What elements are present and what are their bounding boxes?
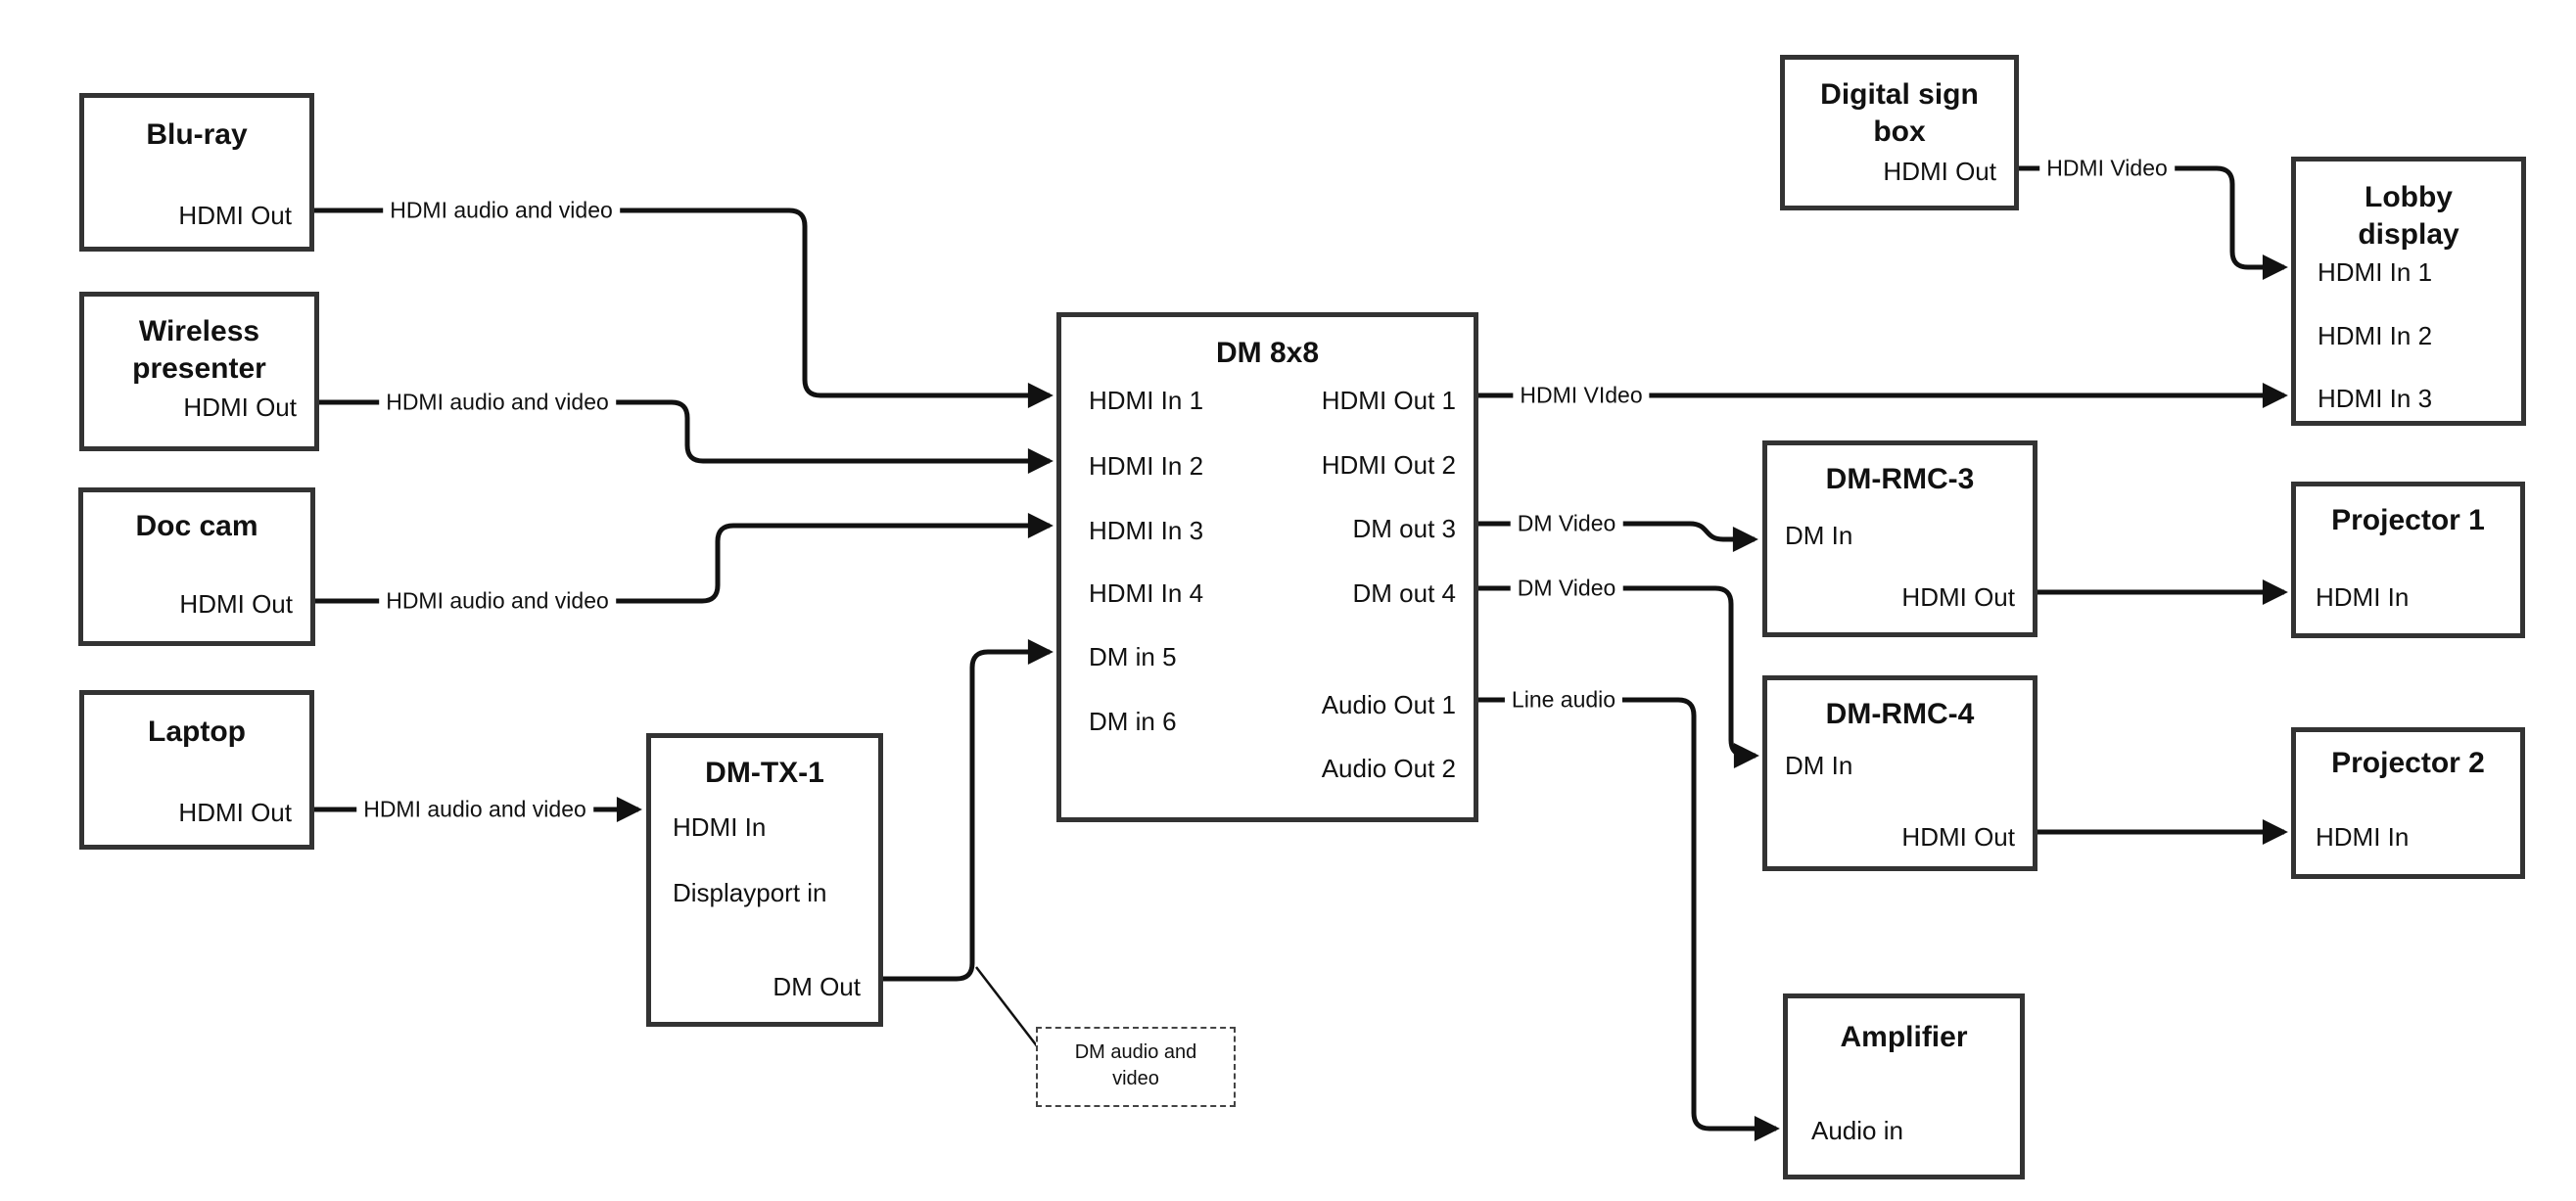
port-hdmi-in-1: HDMI In 1 xyxy=(2318,257,2433,287)
port-hdmi-in: HDMI In xyxy=(673,812,767,842)
annotation-dm-audio-video: DM audio and video xyxy=(1036,1027,1236,1107)
device-lobby-display: Lobby display HDMI In 1 HDMI In 2 HDMI I… xyxy=(2291,157,2526,426)
wire-label-dm-video-out4: DM Video xyxy=(1510,574,1623,603)
wire-label-line-audio: Line audio xyxy=(1504,685,1623,715)
port-hdmi-in: HDMI In xyxy=(2316,822,2410,852)
wire-dm8x8-audioout1-to-amplifier xyxy=(1478,697,1780,1141)
device-title-line2: presenter xyxy=(132,352,266,385)
wire-bluray-to-dm8x8-in1 xyxy=(314,208,1054,408)
device-title-line1: Wireless xyxy=(138,315,260,347)
device-dm-tx-1: DM-TX-1 HDMI In Displayport in DM Out xyxy=(646,733,883,1027)
wire-label-bluray: HDMI audio and video xyxy=(383,196,620,225)
port-hdmi-out: HDMI Out xyxy=(178,201,292,230)
device-title: DM 8x8 xyxy=(1215,337,1320,369)
device-title: DM-RMC-4 xyxy=(1825,698,1975,730)
port-hdmi-out: HDMI Out xyxy=(178,798,292,827)
device-title-line1: Digital sign xyxy=(1820,78,1979,111)
port-hdmi-in-1: HDMI In 1 xyxy=(1089,386,1204,415)
device-title: DM-RMC-3 xyxy=(1825,463,1975,495)
port-dm-in: DM In xyxy=(1785,751,1853,780)
device-digital-sign-box: Digital sign box HDMI Out xyxy=(1780,55,2019,210)
device-title: Projector 2 xyxy=(2331,747,2485,779)
wire-label-dm-video-out3: DM Video xyxy=(1510,509,1623,538)
port-audio-out-2: Audio Out 2 xyxy=(1321,754,1456,783)
port-dm-in: DM In xyxy=(1785,521,1853,550)
port-hdmi-in-4: HDMI In 4 xyxy=(1089,578,1204,608)
port-hdmi-out: HDMI Out xyxy=(1901,822,2015,852)
device-dm-8x8: DM 8x8 HDMI In 1 HDMI In 2 HDMI In 3 HDM… xyxy=(1056,312,1478,822)
port-dm-in-6: DM in 6 xyxy=(1089,707,1177,736)
device-amplifier: Amplifier Audio in xyxy=(1783,993,2025,1179)
port-displayport-in: Displayport in xyxy=(673,878,827,907)
device-title: DM-TX-1 xyxy=(705,757,824,789)
port-hdmi-out-2: HDMI Out 2 xyxy=(1321,450,1456,480)
device-title: Projector 1 xyxy=(2331,504,2485,536)
device-title: Digital sign box xyxy=(1785,60,2014,151)
port-hdmi-out: HDMI Out xyxy=(1883,157,1996,186)
port-hdmi-in-2: HDMI In 2 xyxy=(2318,321,2433,350)
port-hdmi-in-3: HDMI In 3 xyxy=(2318,384,2433,413)
device-title: Lobby display xyxy=(2296,162,2521,254)
device-title: Blu-ray xyxy=(146,118,248,151)
wire-label-doccam: HDMI audio and video xyxy=(379,586,616,616)
port-hdmi-in-3: HDMI In 3 xyxy=(1089,516,1204,545)
device-title: Doc cam xyxy=(135,510,258,542)
device-title-line2: box xyxy=(1873,115,1926,148)
device-dm-rmc-3: DM-RMC-3 DM In HDMI Out xyxy=(1762,440,2037,637)
port-hdmi-out-1: HDMI Out 1 xyxy=(1321,386,1456,415)
port-dm-out-3: DM out 3 xyxy=(1352,514,1457,543)
device-title: Laptop xyxy=(148,716,246,748)
port-hdmi-out: HDMI Out xyxy=(179,589,293,619)
wire-dm8x8-out4-to-dmrmc4 xyxy=(1478,585,1759,768)
wire-label-wireless: HDMI audio and video xyxy=(379,388,616,417)
device-bluray: Blu-ray HDMI Out xyxy=(79,93,314,252)
wire-dm8x8-out3-to-dmrmc3 xyxy=(1478,521,1758,552)
port-dm-out: DM Out xyxy=(773,972,861,1001)
port-hdmi-out: HDMI Out xyxy=(183,393,297,422)
device-projector-1: Projector 1 HDMI In xyxy=(2291,482,2525,638)
port-hdmi-in-2: HDMI In 2 xyxy=(1089,451,1204,481)
annotation-line2: video xyxy=(1112,1068,1159,1089)
wire-wireless-to-dm8x8-in2 xyxy=(319,399,1054,474)
device-dm-rmc-4: DM-RMC-4 DM In HDMI Out xyxy=(1762,675,2037,871)
device-laptop: Laptop HDMI Out xyxy=(79,690,314,850)
wire-label-digitalsign: HDMI Video xyxy=(2039,154,2175,183)
port-dm-in-5: DM in 5 xyxy=(1089,642,1177,671)
device-title: Wireless presenter xyxy=(84,297,314,388)
device-projector-2: Projector 2 HDMI In xyxy=(2291,727,2525,879)
port-audio-in: Audio in xyxy=(1811,1116,1903,1145)
annotation-leader-line xyxy=(975,966,1039,1048)
port-hdmi-out: HDMI Out xyxy=(1901,582,2015,612)
device-doc-cam: Doc cam HDMI Out xyxy=(78,487,315,646)
wire-doccam-to-dm8x8-in3 xyxy=(315,513,1054,604)
port-hdmi-in: HDMI In xyxy=(2316,582,2410,612)
device-title: Amplifier xyxy=(1840,1021,1968,1053)
port-dm-out-4: DM out 4 xyxy=(1352,578,1457,608)
wire-label-laptop: HDMI audio and video xyxy=(356,795,593,824)
device-title-line2: display xyxy=(2358,218,2459,251)
wire-dmtx1-to-dm8x8-in5 xyxy=(882,639,1054,982)
device-title-line1: Lobby xyxy=(2365,181,2453,213)
port-audio-out-1: Audio Out 1 xyxy=(1321,690,1456,719)
wire-label-hdmi-video-out1: HDMI VIdeo xyxy=(1513,381,1650,410)
annotation-line1: DM audio and xyxy=(1074,1041,1197,1063)
wire-digitalsign-to-lobby-in1 xyxy=(2019,165,2288,280)
device-wireless-presenter: Wireless presenter HDMI Out xyxy=(79,292,319,451)
